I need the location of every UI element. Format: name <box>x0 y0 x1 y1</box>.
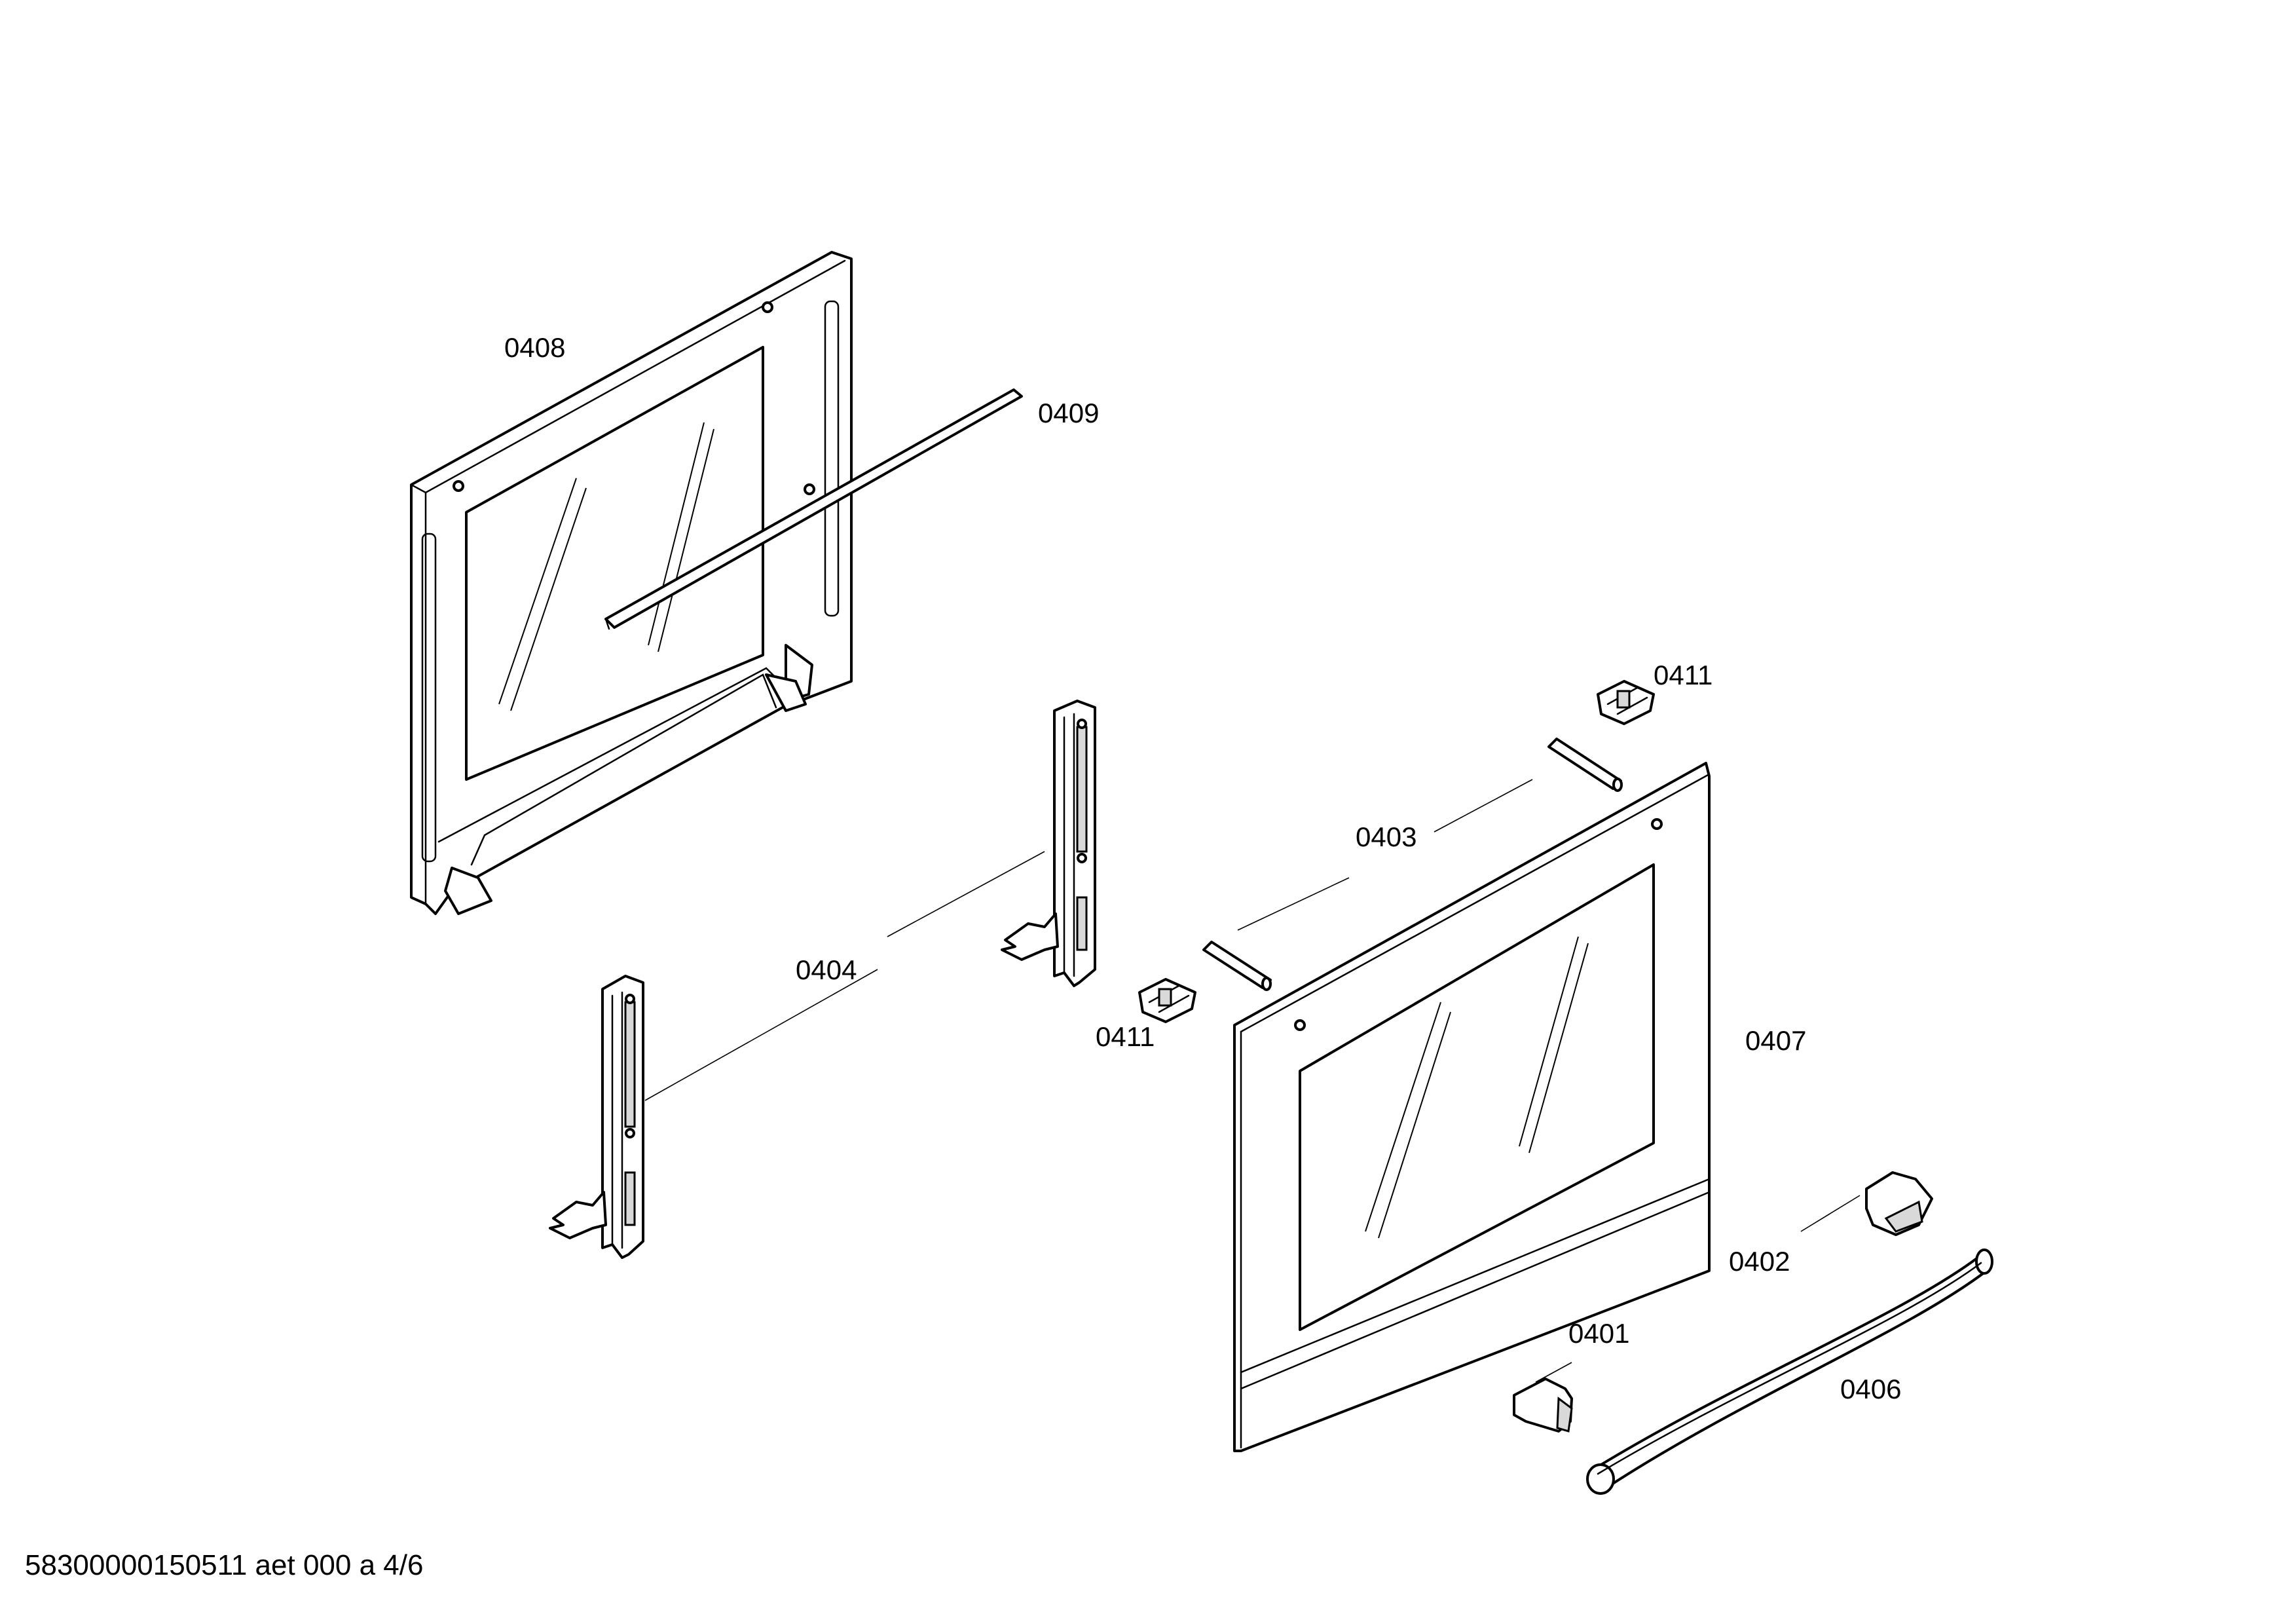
label-0408: 0408 <box>504 332 565 363</box>
label-0401: 0401 <box>1568 1318 1629 1349</box>
clip-mid <box>1138 978 1196 1023</box>
drawing-code: 58300000150511 aet 000 a 4/6 <box>25 1549 424 1581</box>
label-0404: 0404 <box>796 954 857 985</box>
label-0406: 0406 <box>1840 1374 1901 1404</box>
pin-top <box>1547 738 1623 792</box>
hinge-left <box>549 975 644 1259</box>
handle-end-cap-right <box>1865 1171 1933 1236</box>
inner-door-frame <box>410 251 853 915</box>
handle-bar <box>1586 1248 1993 1495</box>
handle-end-cap-left <box>1513 1378 1573 1433</box>
hinge-right <box>1001 700 1096 987</box>
label-0411-mid: 0411 <box>1096 1021 1155 1052</box>
leader-lines <box>644 779 1861 1383</box>
part-labels: 0408 0409 0411 0403 0404 0411 0407 0402 … <box>504 332 1901 1404</box>
label-0403: 0403 <box>1356 821 1416 852</box>
pin-bottom <box>1202 941 1272 991</box>
label-0407: 0407 <box>1745 1025 1806 1056</box>
door-rod <box>604 388 1023 630</box>
label-0411-top: 0411 <box>1654 660 1713 690</box>
outer-door-glass <box>1233 762 1711 1452</box>
label-0409: 0409 <box>1038 398 1099 428</box>
label-0402: 0402 <box>1729 1246 1790 1277</box>
clip-top <box>1597 680 1655 725</box>
